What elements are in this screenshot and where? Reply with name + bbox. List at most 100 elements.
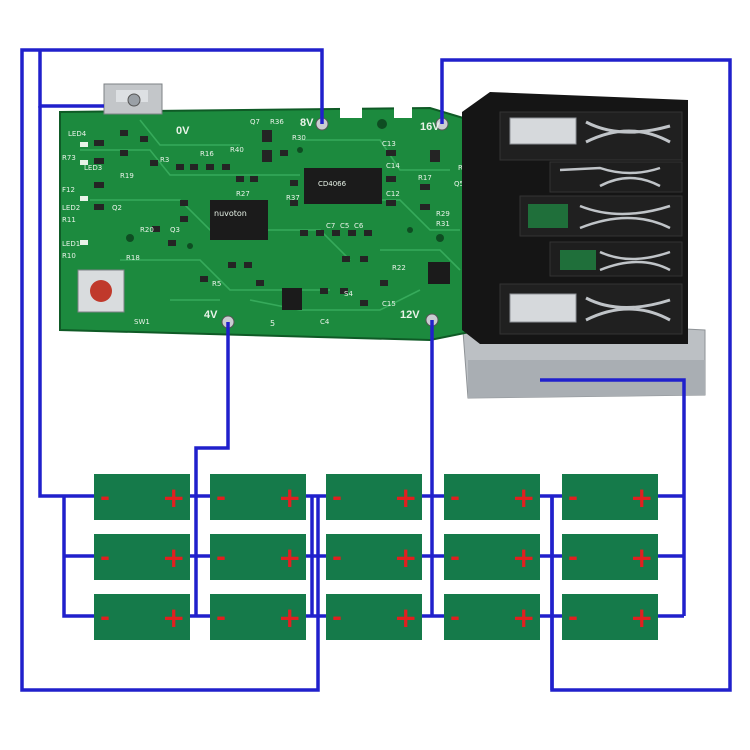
- silk-r30: R30: [292, 134, 306, 142]
- silk-r10: R10: [62, 252, 76, 260]
- cell-plus-sign: +: [394, 541, 417, 574]
- silk-led2: LED2: [62, 204, 80, 212]
- battery-connector: [462, 92, 688, 344]
- silk-r17: R17: [418, 174, 432, 182]
- battery-cell: -+: [562, 534, 658, 580]
- cd4066-ic: [304, 168, 382, 204]
- battery-cell-body: [444, 474, 540, 520]
- wire-group1-left-bus: [38, 106, 94, 498]
- battery-cell-body: [562, 474, 658, 520]
- battery-cell: -+: [210, 474, 306, 520]
- battery-cell-array: -+-+-+-+-+-+-+-+-+-+-+-+-+-+-+: [94, 474, 658, 640]
- ic-label-nuvoton: nuvoton: [214, 209, 247, 218]
- silk-r19: R19: [120, 172, 134, 180]
- battery-cell-body: [562, 594, 658, 640]
- silk-sw1: SW1: [134, 318, 150, 326]
- cell-minus-sign: -: [450, 483, 460, 511]
- ic-label-cd4066: CD4066: [318, 180, 347, 188]
- silk-q2: Q2: [112, 204, 122, 212]
- battery-cell-body: [94, 594, 190, 640]
- silk-c12: C12: [386, 190, 400, 198]
- silk-r37: R37: [286, 194, 300, 202]
- battery-cell-body: [94, 474, 190, 520]
- silk-r20: R20: [140, 226, 154, 234]
- cell-minus-sign: -: [332, 483, 342, 511]
- cell-minus-sign: -: [216, 603, 226, 631]
- wire-8v: [304, 494, 326, 618]
- cell-plus-sign: +: [630, 541, 653, 574]
- battery-cell: -+: [94, 534, 190, 580]
- battery-cell: -+: [562, 474, 658, 520]
- pcb-vias: [126, 119, 444, 249]
- battery-cell: -+: [326, 474, 422, 520]
- silk-r16: R16: [200, 150, 214, 158]
- silk-r18: R18: [126, 254, 140, 262]
- cell-plus-sign: +: [512, 481, 535, 514]
- cell-minus-sign: -: [450, 543, 460, 571]
- silk-q5: Q5: [454, 180, 464, 188]
- cell-plus-sign: +: [162, 541, 185, 574]
- cell-plus-sign: +: [278, 601, 301, 634]
- tap-label-8v: 8V: [300, 117, 314, 129]
- silk-c7: C7: [326, 222, 335, 230]
- wire-group4-5: [540, 494, 562, 690]
- silk-led1: LED1: [62, 240, 80, 248]
- silk-q3: Q3: [170, 226, 180, 234]
- battery-cell-body: [562, 534, 658, 580]
- silk-r36: R36: [270, 118, 284, 126]
- battery-cell: -+: [210, 594, 306, 640]
- silk-c14: C14: [386, 162, 400, 170]
- battery-cell: -+: [94, 594, 190, 640]
- cell-plus-sign: +: [630, 481, 653, 514]
- cell-minus-sign: -: [216, 543, 226, 571]
- silk-f12: F12: [62, 186, 75, 194]
- connector-terminal-2: [509, 293, 577, 323]
- battery-cell-body: [444, 534, 540, 580]
- battery-cell-body: [326, 534, 422, 580]
- cell-plus-sign: +: [278, 481, 301, 514]
- wire-positive-out: [540, 378, 686, 618]
- cell-minus-sign: -: [568, 543, 578, 571]
- battery-cell: -+: [444, 534, 540, 580]
- silk-c4: C4: [320, 318, 330, 326]
- battery-cell: -+: [444, 474, 540, 520]
- cell-minus-sign: -: [332, 603, 342, 631]
- wire-4v: [188, 322, 230, 618]
- battery-cell-body: [444, 594, 540, 640]
- silk-r27: R27: [236, 190, 250, 198]
- cell-plus-sign: +: [278, 541, 301, 574]
- cell-minus-sign: -: [332, 543, 342, 571]
- cell-plus-sign: +: [394, 481, 417, 514]
- tap-pads: [127, 93, 449, 329]
- wire-12v: [420, 320, 444, 618]
- battery-cell: -+: [562, 594, 658, 640]
- smd-components: [94, 130, 440, 306]
- cell-plus-sign: +: [630, 601, 653, 634]
- silk-q7: Q7: [250, 118, 260, 126]
- tap-label-16v: 16V: [420, 121, 440, 133]
- silk-c13: C13: [382, 140, 396, 148]
- cell-plus-sign: +: [512, 541, 535, 574]
- cell-plus-sign: +: [162, 481, 185, 514]
- battery-cell: -+: [444, 594, 540, 640]
- silk-led3: LED3: [84, 164, 102, 172]
- nuvoton-ic: [210, 200, 268, 240]
- tap-label-12v: 12V: [400, 309, 420, 321]
- small-ic: [428, 262, 450, 284]
- silk-r29: R29: [436, 210, 450, 218]
- silk-r31: R31: [436, 220, 450, 228]
- battery-cell-body: [326, 474, 422, 520]
- battery-cell-body: [210, 594, 306, 640]
- cell-minus-sign: -: [450, 603, 460, 631]
- connector-pcb-slot: [528, 204, 568, 228]
- battery-cell: -+: [326, 594, 422, 640]
- silk-c6: C6: [354, 222, 364, 230]
- tap-label-4v: 4V: [204, 309, 218, 321]
- cell-minus-sign: -: [568, 483, 578, 511]
- silk-r5: R5: [212, 280, 221, 288]
- battery-cell: -+: [94, 474, 190, 520]
- silk-r73: R73: [62, 154, 76, 162]
- connector-terminal-1: [509, 117, 577, 145]
- cell-minus-sign: -: [568, 603, 578, 631]
